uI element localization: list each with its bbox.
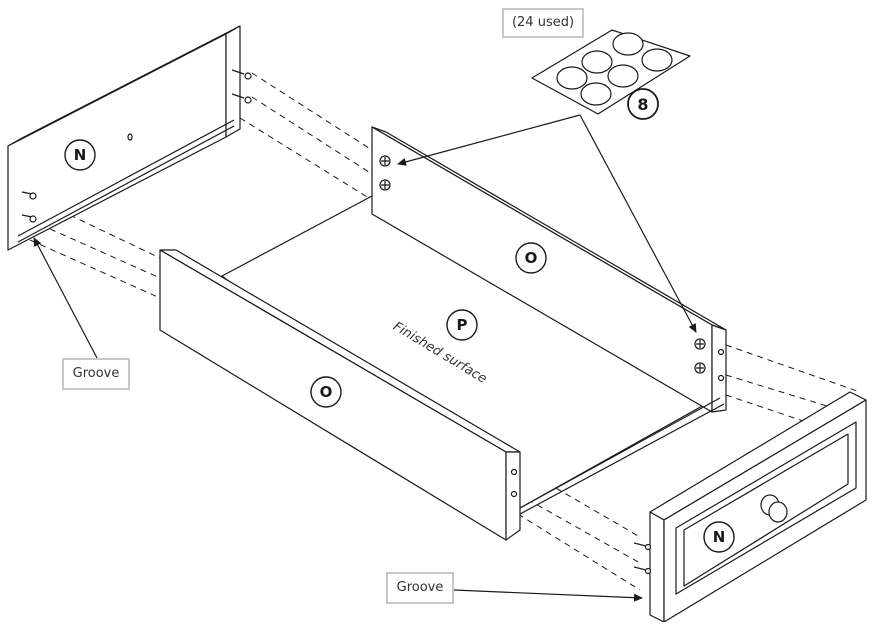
used-callout: (24 used) — [502, 8, 584, 38]
label-o-back: O — [525, 249, 538, 267]
drawer-front — [633, 391, 867, 623]
label-hardware-8: 8 — [637, 95, 648, 114]
groove-bottom-text: Groove — [396, 580, 444, 595]
cam-lock-icons — [379, 155, 706, 374]
part-labels — [64, 88, 735, 553]
groove-callout-left: Groove — [62, 358, 130, 390]
label-n-left: N — [74, 146, 87, 164]
groove-left-text: Groove — [72, 366, 120, 381]
side-panel-left — [7, 25, 252, 251]
cam-bolt-icons — [21, 69, 252, 223]
arrows — [33, 114, 697, 602]
used-text: (24 used) — [511, 15, 575, 30]
hardware-sheet — [531, 29, 691, 115]
label-n-front: N — [713, 528, 726, 546]
back-panel — [371, 126, 727, 413]
label-o-front: O — [320, 383, 333, 401]
label-p-bottom: P — [457, 316, 468, 334]
knob-icon — [760, 494, 788, 523]
groove-callout-bottom: Groove — [386, 572, 454, 604]
